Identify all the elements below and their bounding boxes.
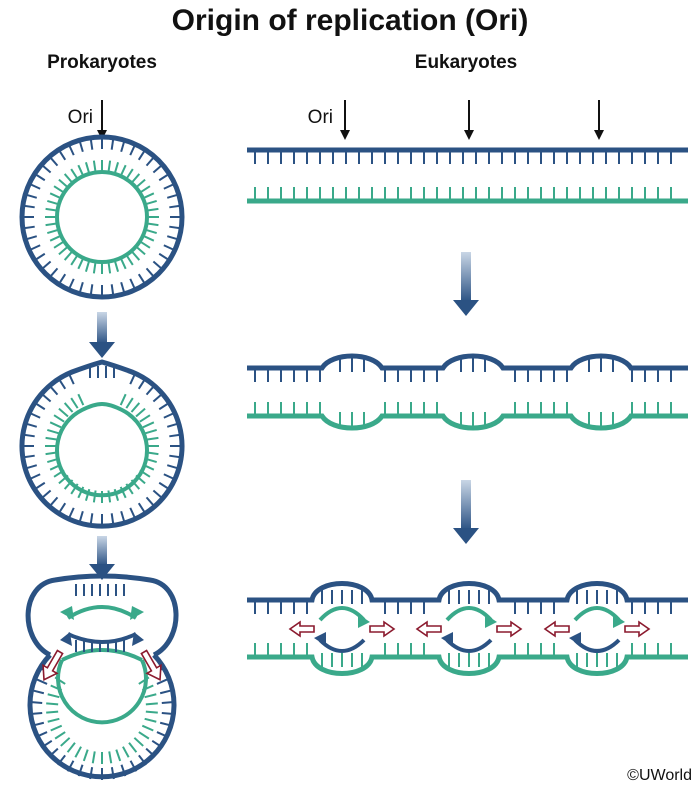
base-pair-ticks	[254, 600, 672, 614]
fork-direction-arrow-icon	[543, 620, 570, 638]
ori-label: Ori	[308, 107, 333, 128]
inner-strand	[61, 648, 143, 662]
outer-strand	[19, 134, 185, 300]
bottom-strand	[247, 413, 688, 431]
new-strand	[318, 638, 366, 653]
step-arrow-icon	[453, 252, 479, 316]
inner-strand	[55, 402, 149, 498]
ori-pointer-arrow-icon	[594, 100, 604, 140]
linear-dna-replication-eyes	[247, 581, 688, 676]
ori-pointer-arrow-icon	[464, 100, 474, 140]
linear-dna-bubbles	[247, 353, 688, 431]
outer-strand	[27, 653, 177, 780]
new-strand	[573, 638, 621, 653]
step-arrow-icon	[453, 480, 479, 544]
replicating-chromosome	[25, 573, 179, 780]
outer-strand	[19, 359, 185, 529]
replication-eye	[441, 590, 497, 667]
base-pair-ticks	[254, 150, 672, 164]
base-pair-ticks	[254, 368, 672, 382]
inner-strand	[56, 659, 148, 725]
new-strand	[445, 606, 493, 622]
fork-direction-arrow-icon	[42, 649, 64, 681]
ori-pointer-arrow-icon	[340, 100, 350, 140]
top-strand	[247, 581, 688, 603]
fork-direction-arrow-icon	[369, 620, 396, 638]
top-strand	[247, 353, 688, 371]
copyright-credit: ©UWorld	[627, 767, 692, 784]
circular-chromosome	[19, 134, 185, 300]
step-arrow-icon	[89, 312, 115, 358]
fork-direction-arrow-icon	[496, 620, 523, 638]
new-strand	[318, 606, 366, 622]
ori-pointer-arrow-icon	[97, 100, 107, 140]
linear-dna-unwound	[247, 147, 688, 204]
fork-direction-arrow-icon	[140, 649, 162, 681]
ori-label: Ori	[68, 107, 93, 128]
base-pair-ticks	[254, 643, 672, 657]
replication-eye	[569, 590, 625, 667]
fork-direction-arrow-icon	[624, 620, 651, 638]
new-strand	[67, 632, 137, 644]
step-arrow-icon	[89, 536, 115, 580]
base-pair-ticks	[254, 187, 672, 201]
new-strand	[573, 606, 621, 622]
replication-eye	[314, 590, 370, 667]
fork-direction-arrow-icon	[288, 620, 315, 638]
fork-direction-arrow-icon	[415, 620, 442, 638]
diagram-title: Origin of replication (Ori)	[172, 4, 529, 37]
eukaryotes-heading: Eukaryotes	[415, 52, 517, 73]
new-strand	[66, 605, 138, 620]
base-pair-ticks	[254, 402, 672, 416]
new-strand	[445, 638, 493, 653]
bottom-strand	[247, 654, 688, 676]
circular-chromosome	[19, 359, 185, 529]
inner-strand	[55, 170, 149, 264]
prokaryotes-heading: Prokaryotes	[47, 52, 157, 73]
